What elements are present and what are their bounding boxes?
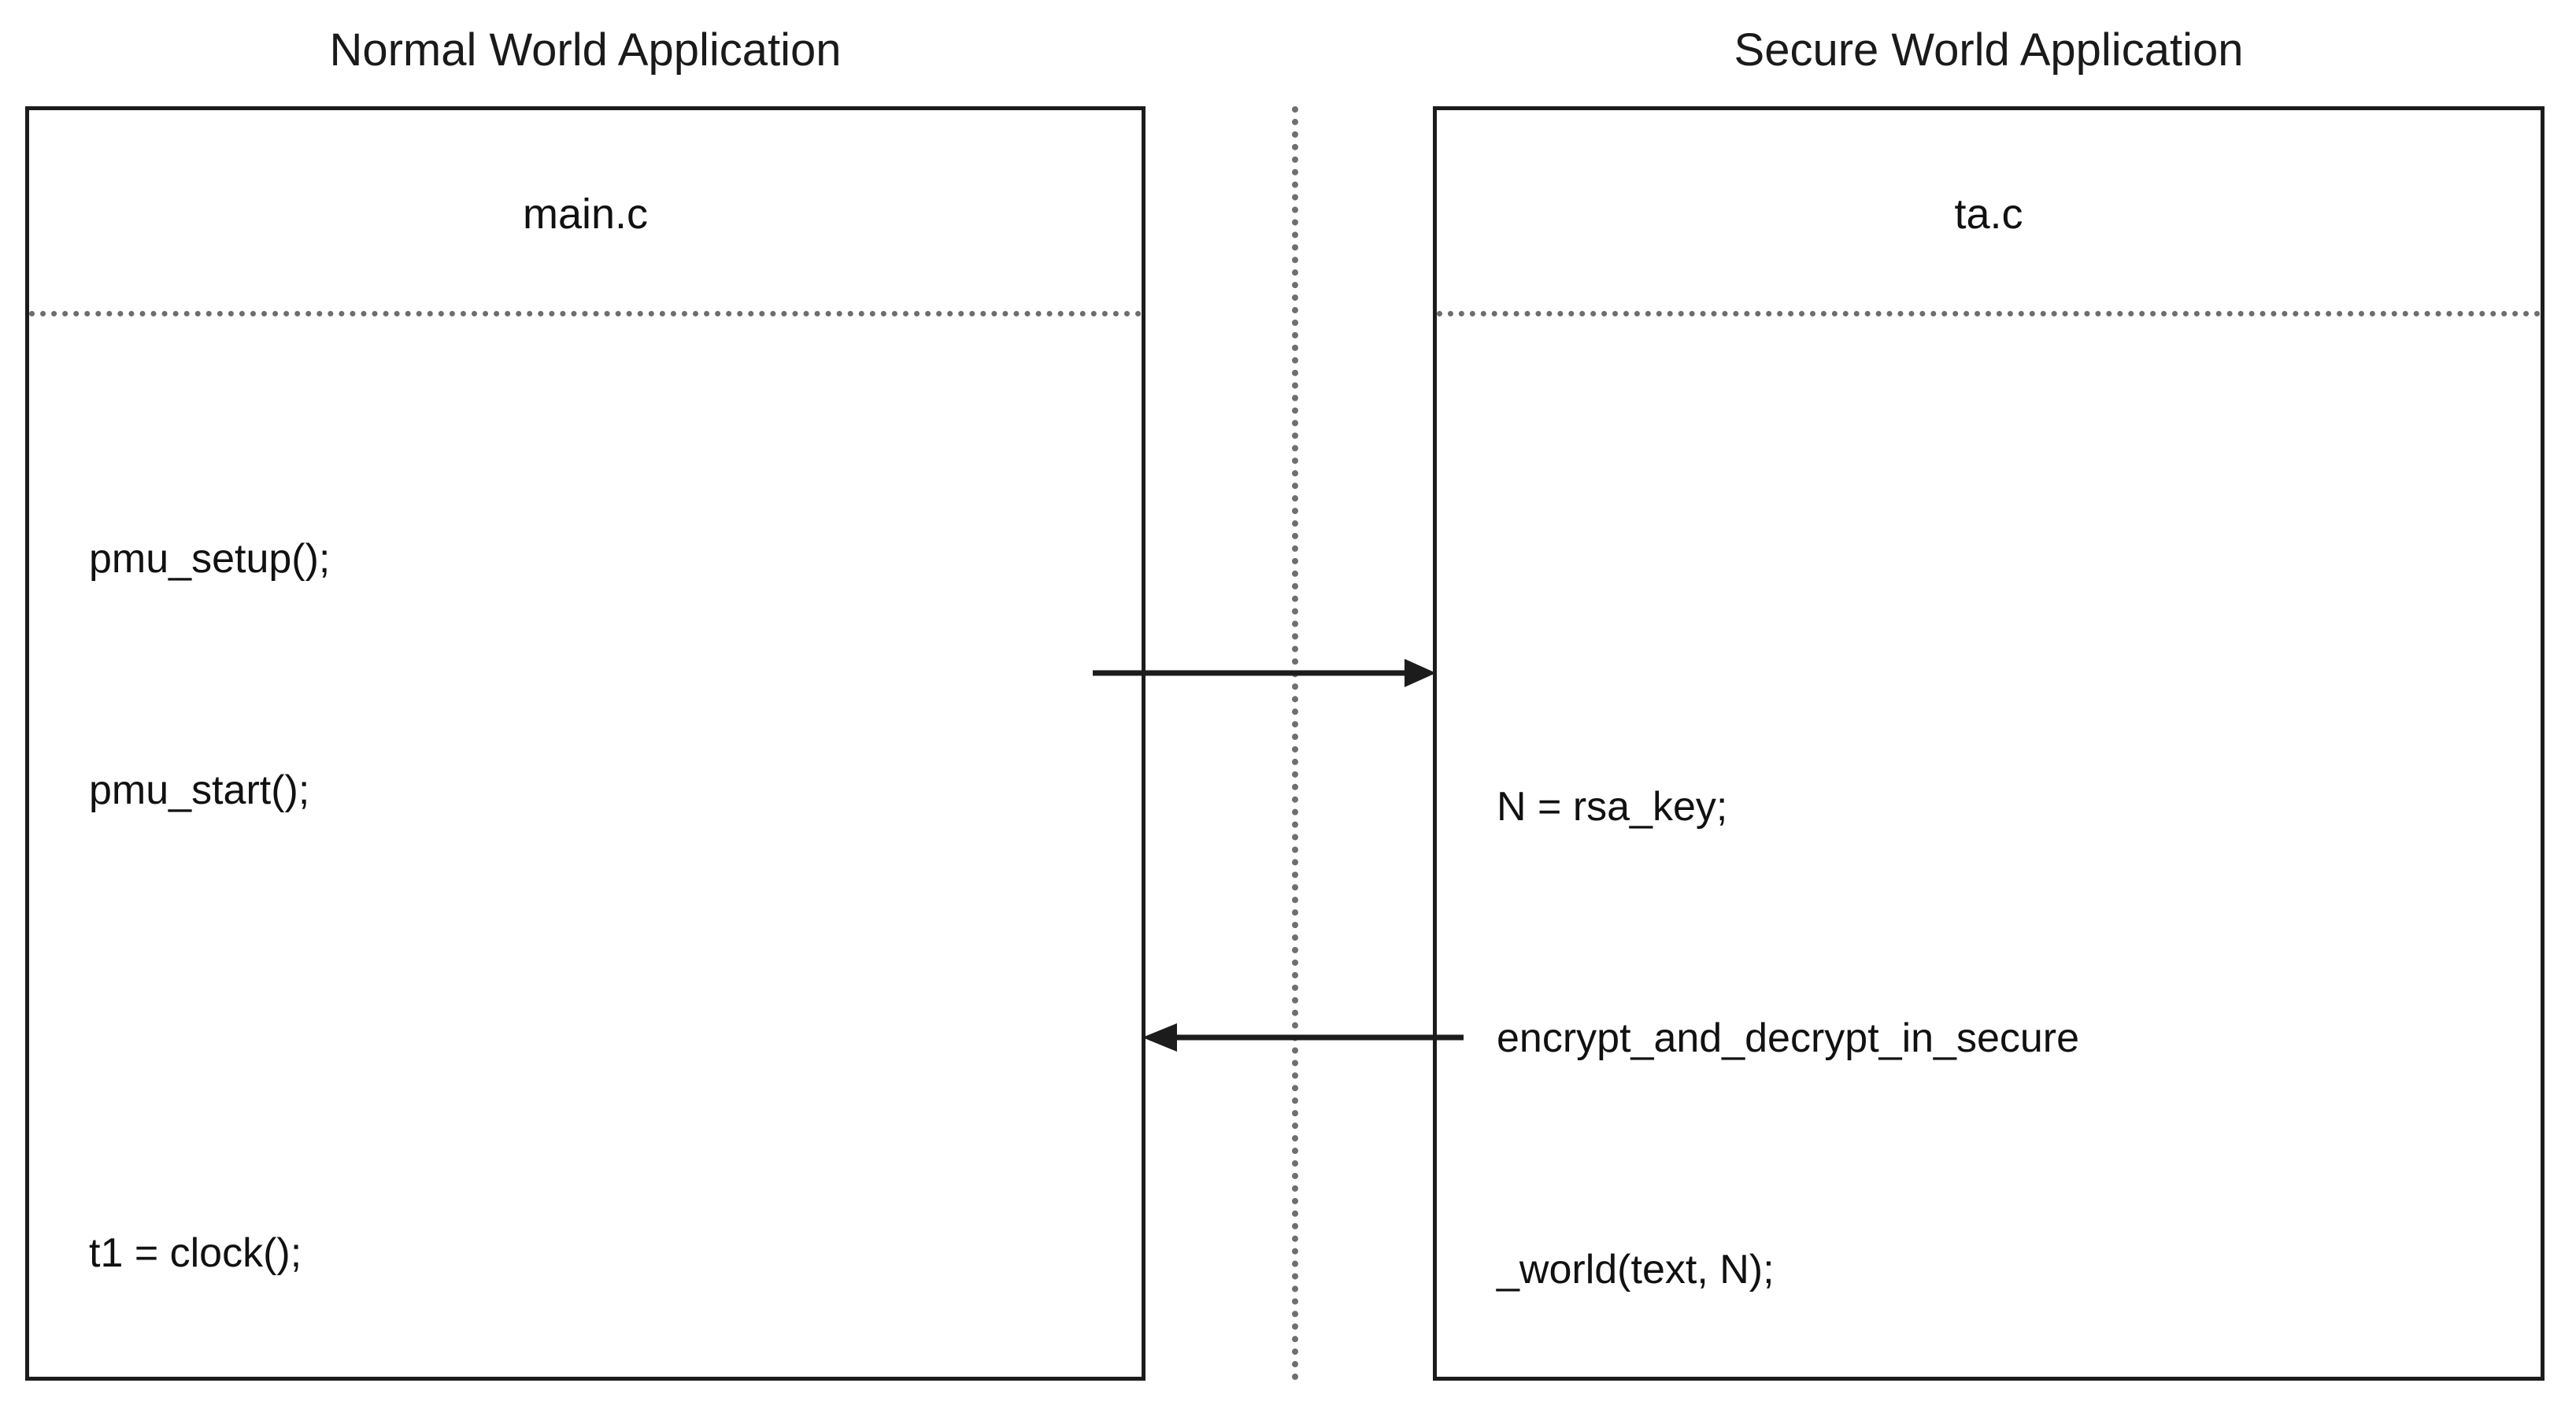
normal-world-file-name: main.c: [522, 190, 649, 238]
normal-world-title: Normal World Application: [329, 24, 842, 76]
normal-world-code: pmu_setup(); pmu_start(); t1 = clock(); …: [89, 366, 1110, 1409]
normal-world-panel: main.c pmu_setup(); pmu_start(); t1 = cl…: [25, 106, 1146, 1381]
code-line: pmu_start();: [89, 767, 310, 813]
world-boundary-divider: [1292, 106, 1298, 1381]
return-to-normal-world-arrow-icon: [1142, 1023, 1464, 1052]
secure-world-code: N = rsa_key; encrypt_and_decrypt_in_secu…: [1497, 614, 2509, 1409]
call-into-secure-world-arrow-icon: [1093, 659, 1436, 687]
code-line: N = rsa_key;: [1497, 784, 1728, 830]
code-line: [89, 983, 1110, 1060]
code-line: encrypt_and_decrypt_in_secure: [1497, 1015, 2080, 1061]
secure-world-divider: [1437, 311, 2541, 316]
code-line: t1 = clock();: [89, 1230, 302, 1276]
secure-world-file-name: ta.c: [1954, 190, 2023, 238]
normal-world-divider: [29, 311, 1142, 316]
code-line: pmu_setup();: [89, 536, 331, 582]
secure-world-title: Secure World Application: [1734, 24, 2244, 76]
code-line: _world(text, N);: [1497, 1247, 1775, 1293]
secure-world-panel: ta.c N = rsa_key; encrypt_and_decrypt_in…: [1433, 106, 2545, 1381]
